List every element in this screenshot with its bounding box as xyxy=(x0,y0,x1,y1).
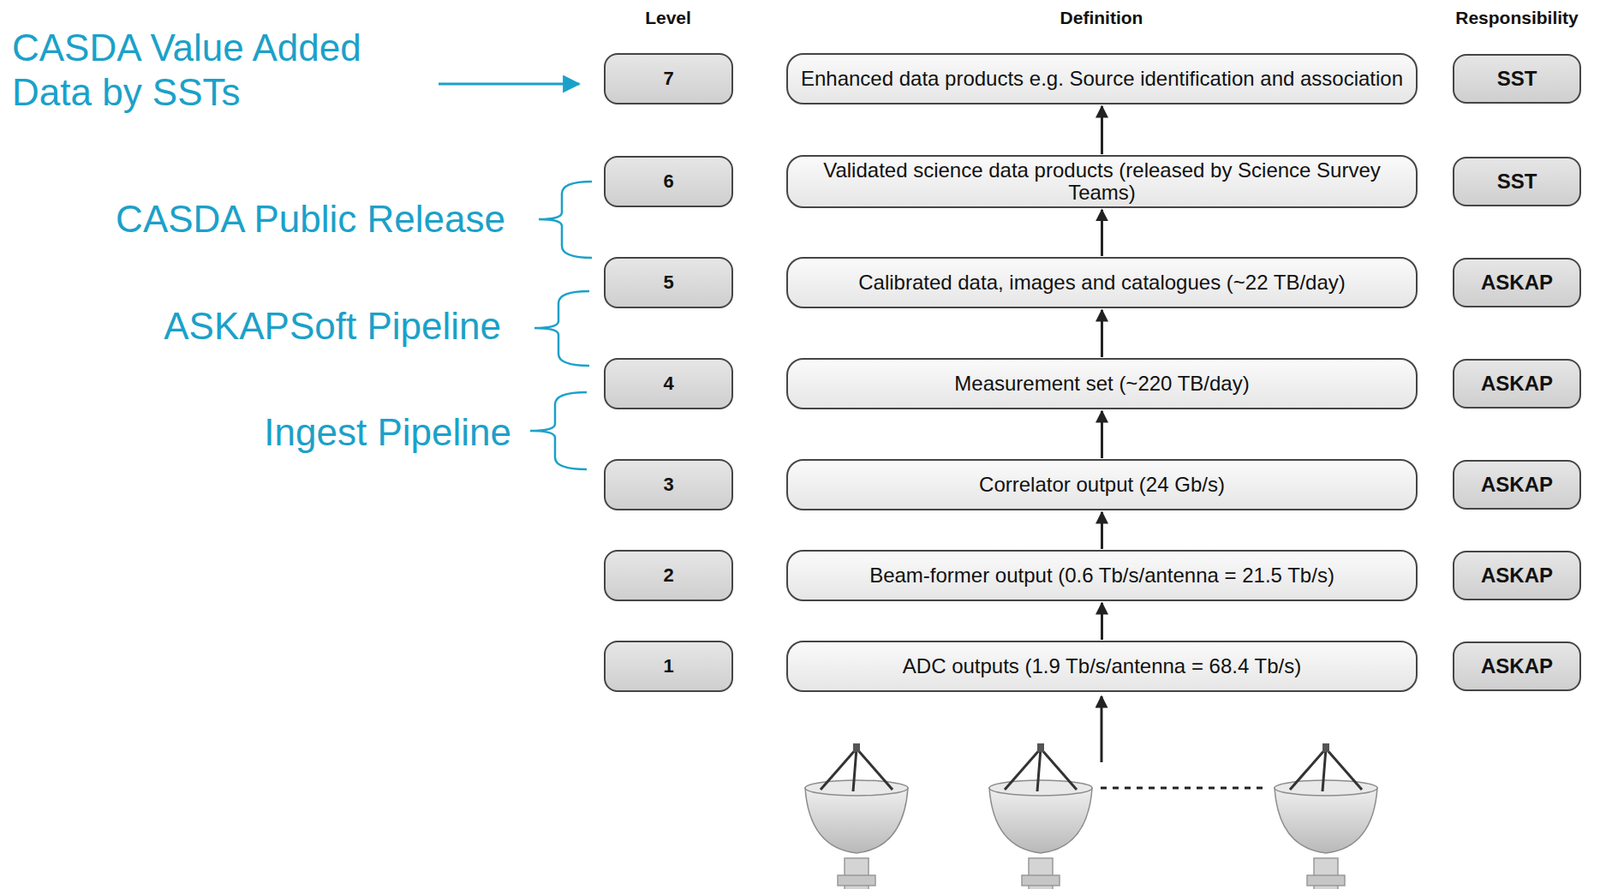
box-text: SST xyxy=(1497,169,1538,194)
dotted-link xyxy=(1100,787,1264,790)
definition-box: Calibrated data, images and catalogues (… xyxy=(786,256,1418,309)
column-header: Definition xyxy=(1060,7,1144,29)
definition-box: Beam-former output (0.6 Tb/s/antenna = 2… xyxy=(786,549,1418,602)
flow-arrow xyxy=(1100,310,1104,358)
box-text: 1 xyxy=(662,655,674,678)
box-text: ASKAP xyxy=(1480,472,1553,497)
flow-arrow xyxy=(1100,106,1104,155)
level-box: 6 xyxy=(603,155,734,208)
box-text: Validated science data products (release… xyxy=(798,159,1406,204)
level-box: 1 xyxy=(603,640,734,693)
box-text: Beam-former output (0.6 Tb/s/antenna = 2… xyxy=(869,564,1335,587)
level-box: 2 xyxy=(603,549,734,602)
responsibility-box: SST xyxy=(1452,53,1582,104)
box-text: Measurement set (~220 TB/day) xyxy=(954,372,1249,395)
antenna-dish xyxy=(805,743,1378,889)
box-text: 2 xyxy=(662,564,674,587)
responsibility-box: ASKAP xyxy=(1452,257,1582,308)
flow-arrow xyxy=(1100,512,1104,550)
box-text: ASKAP xyxy=(1480,654,1553,679)
flow-arrow xyxy=(1100,411,1104,459)
box-text: ADC outputs (1.9 Tb/s/antenna = 68.4 Tb/… xyxy=(902,655,1302,678)
definition-box: Measurement set (~220 TB/day) xyxy=(786,358,1418,410)
box-text: 6 xyxy=(662,170,674,193)
box-text: 4 xyxy=(662,372,674,395)
callout-arrow xyxy=(438,83,580,86)
flow-arrow xyxy=(1100,602,1104,640)
stage-label: ASKAPSoft Pipeline xyxy=(163,304,502,349)
definition-box: Enhanced data products e.g. Source ident… xyxy=(786,53,1418,105)
stage-label: CASDA Public Release xyxy=(115,197,506,242)
box-text: ASKAP xyxy=(1480,270,1553,295)
level-box: 4 xyxy=(603,358,734,410)
column-header: Level xyxy=(644,7,692,29)
definition-box: ADC outputs (1.9 Tb/s/antenna = 68.4 Tb/… xyxy=(786,640,1418,693)
box-text: Correlator output (24 Gb/s) xyxy=(979,473,1225,496)
responsibility-box: ASKAP xyxy=(1452,459,1582,510)
box-text: 5 xyxy=(662,271,674,294)
responsibility-box: SST xyxy=(1452,156,1582,207)
definition-box: Correlator output (24 Gb/s) xyxy=(786,459,1418,511)
flow-arrow xyxy=(1100,209,1104,257)
responsibility-box: ASKAP xyxy=(1452,550,1582,601)
level-box: 5 xyxy=(603,256,734,309)
stage-label: Ingest Pipeline xyxy=(263,410,512,455)
stage-label: CASDA Value Added Data by SSTs xyxy=(11,25,424,115)
box-text: ASKAP xyxy=(1480,371,1553,396)
box-text: Enhanced data products e.g. Source ident… xyxy=(800,67,1403,90)
box-text: Calibrated data, images and catalogues (… xyxy=(858,271,1346,294)
box-text: 3 xyxy=(662,473,674,496)
input-arrow xyxy=(1100,696,1104,763)
box-text: ASKAP xyxy=(1480,563,1553,588)
column-header: Responsibility xyxy=(1455,7,1579,29)
responsibility-box: ASKAP xyxy=(1452,358,1582,409)
level-box: 3 xyxy=(603,459,734,511)
box-text: 7 xyxy=(662,67,674,90)
responsibility-box: ASKAP xyxy=(1452,641,1582,692)
box-text: SST xyxy=(1497,66,1538,91)
bracket xyxy=(530,181,592,470)
level-box: 7 xyxy=(603,53,734,105)
definition-box: Validated science data products (release… xyxy=(786,155,1418,209)
